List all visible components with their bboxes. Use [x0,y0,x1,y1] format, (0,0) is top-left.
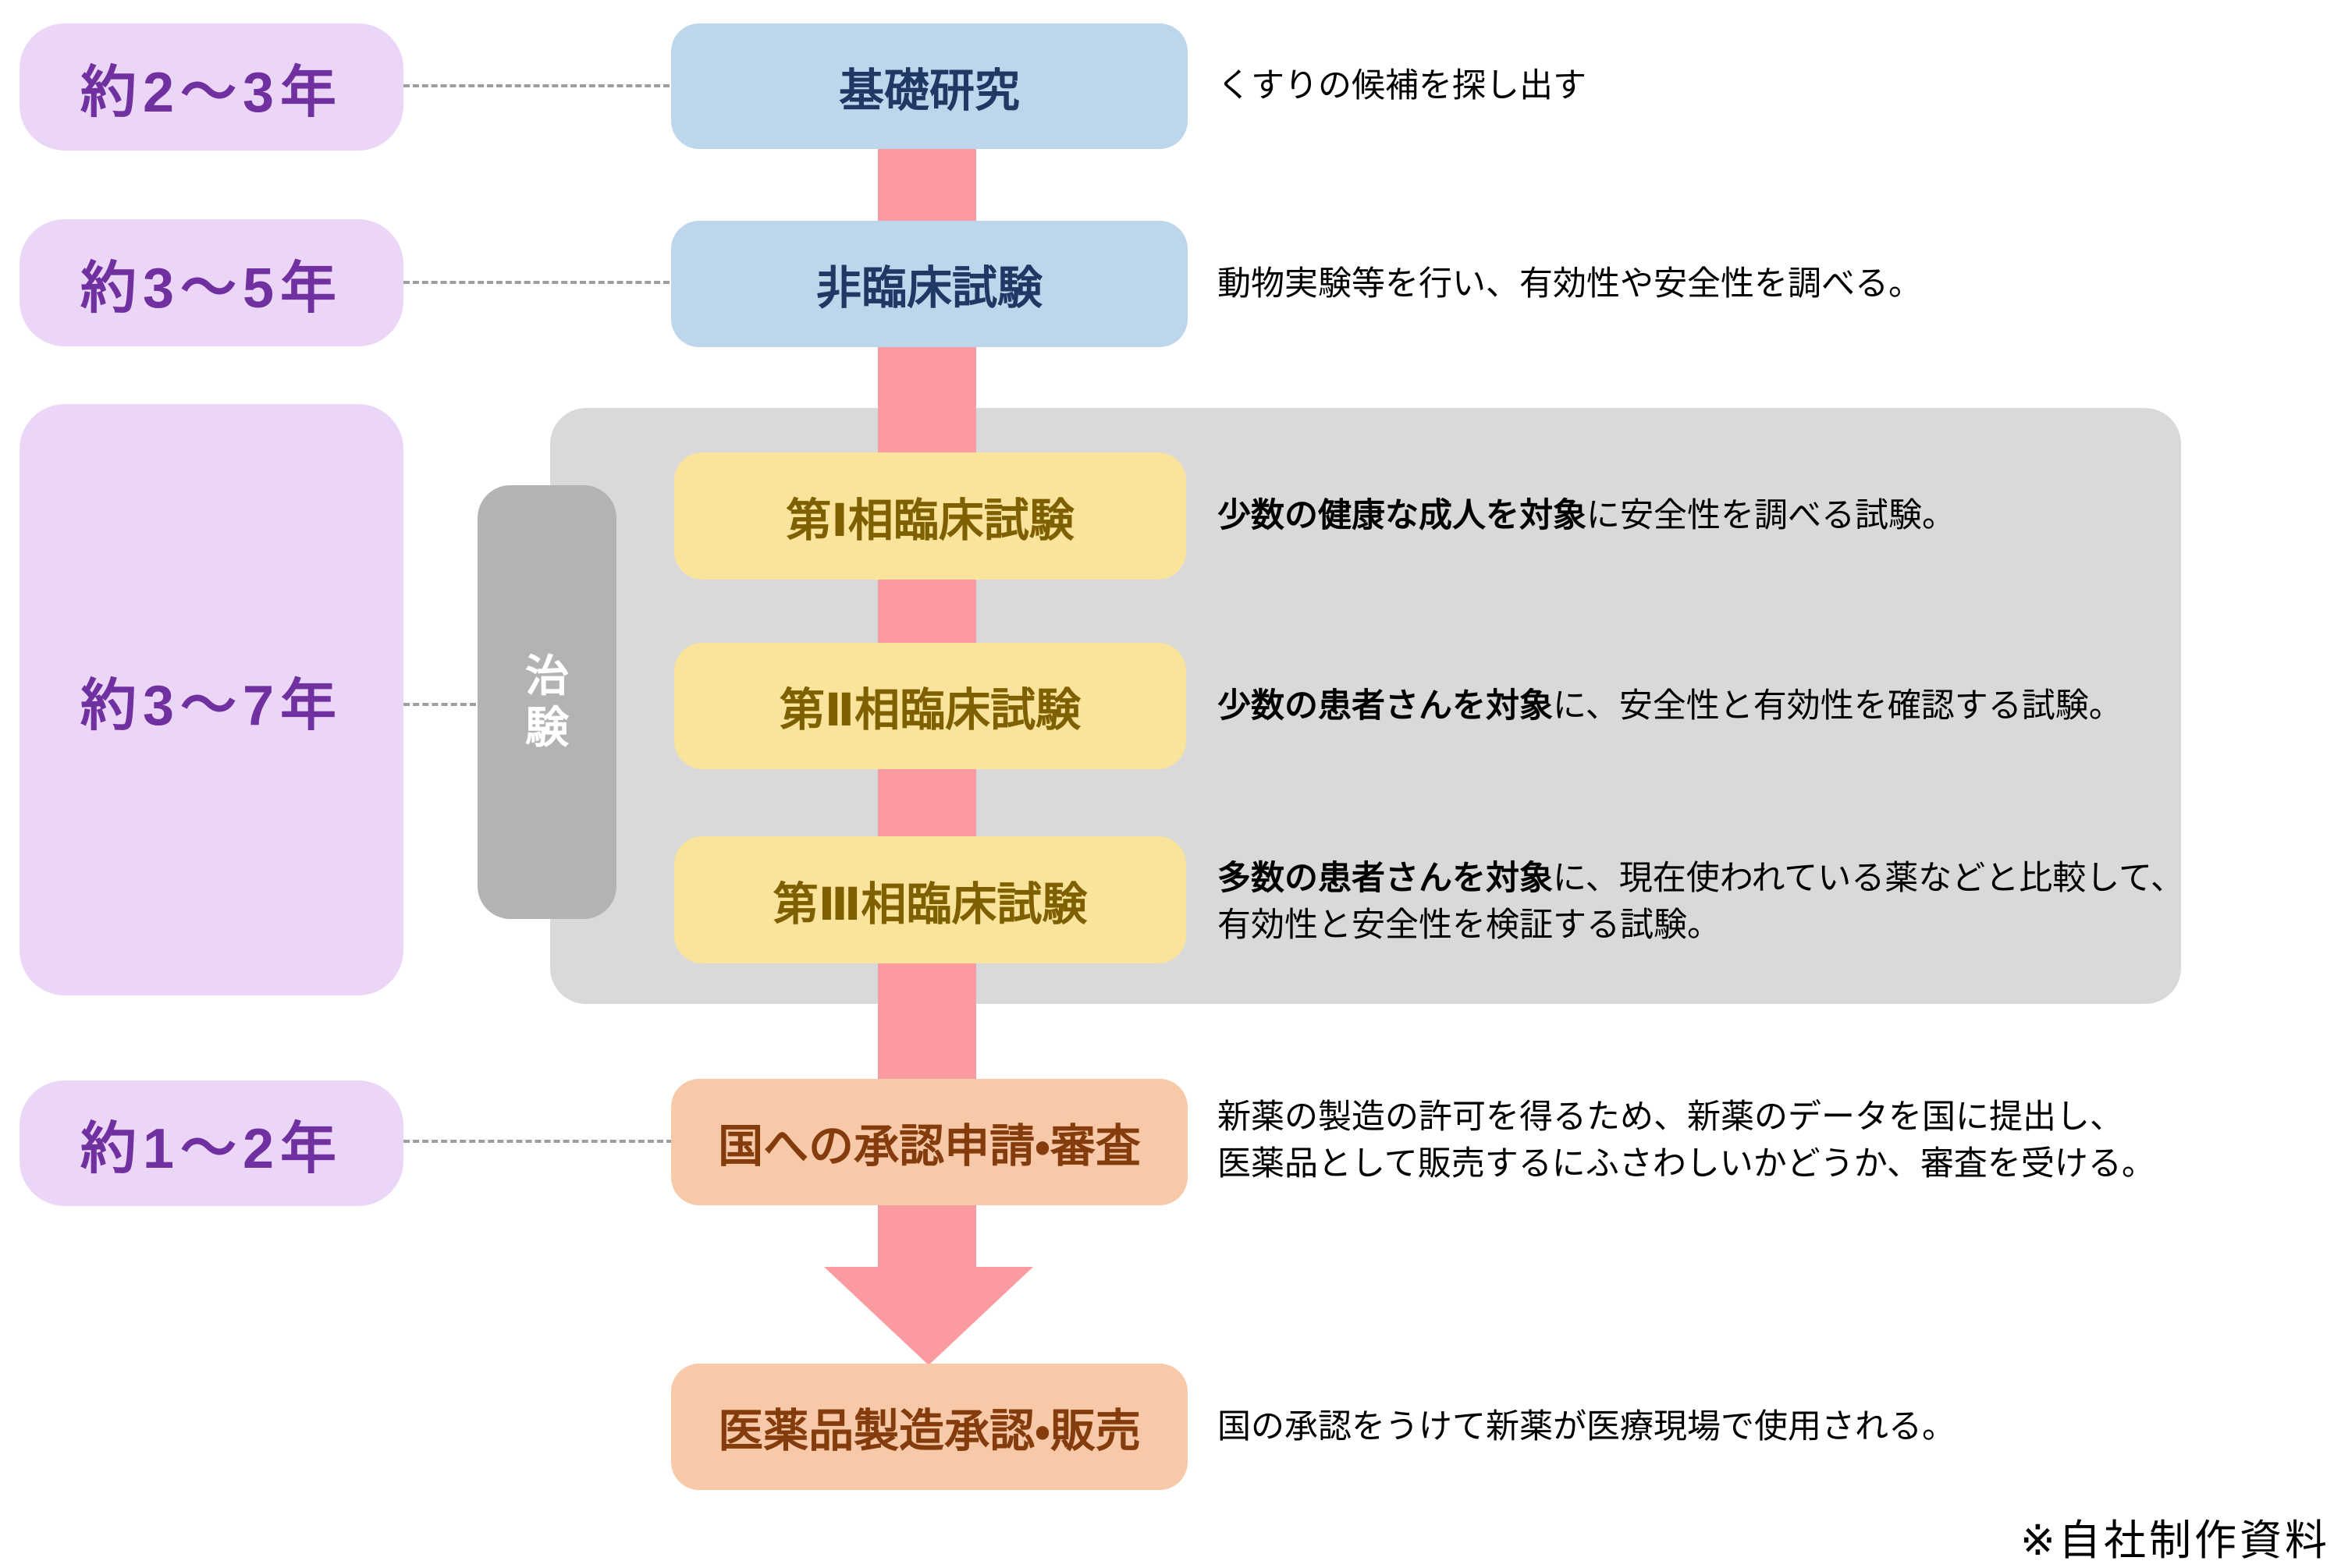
desc-text: に、現在使われている薬などと比較して、 [1553,860,2184,897]
connector-line-basic-research [403,84,670,87]
stage-desc-manufacture-approval: 国の承認をうけて新薬が医療現場で使用される。 [1217,1403,1956,1450]
stage-desc-approval-application: 新薬の製造の許可を得るため、新薬のデータを国に提出し、 医薬品として販売するにふ… [1217,1094,2155,1187]
stage-label: 第Ⅰ相臨床試験 [786,495,1075,546]
desc-bold-text: 多数の患者さんを対象 [1217,860,1553,897]
stage-label: 国への承認申請・審査 [718,1121,1141,1172]
stage-desc-phase3: 多数の患者さんを対象に、現在使われている薬などと比較して、 有効性と安全性を検証… [1217,855,2184,949]
desc-text: 動物実験等を行い、有効性や安全性を調べる。 [1217,265,1922,303]
stage-box-basic-research: 基礎研究 [671,23,1188,149]
duration-label: 約1～2年 [80,1118,343,1180]
stage-label: 基礎研究 [838,65,1020,116]
stage-box-phase3-trial: 第Ⅲ相臨床試験 [674,836,1186,963]
stage-desc-phase1: 少数の健康な成人を対象に安全性を調べる試験。 [1217,492,1956,539]
desc-bold-text: 少数の健康な成人を対象 [1217,497,1586,534]
desc-line2: 医薬品として販売するにふさわしいかどうか、審査を受ける。 [1217,1145,2155,1183]
stage-box-manufacture-approval: 医薬品製造承認・販売 [671,1364,1188,1490]
stage-box-phase1-trial: 第Ⅰ相臨床試験 [674,452,1186,580]
stage-label: 第Ⅱ相臨床試験 [779,685,1082,736]
desc-text: に安全性を調べる試験。 [1586,497,1956,534]
stage-label: 非臨床試験 [815,263,1043,314]
clinical-trial-tab-label: 治験 [525,651,569,752]
desc-bold-text: 少数の患者さんを対象 [1217,687,1553,725]
desc-text: くすりの候補を探し出す [1217,67,1586,105]
duration-label: 約3～5年 [80,257,343,320]
stage-desc-phase2: 少数の患者さんを対象に、安全性と有効性を確認する試験。 [1217,683,2123,729]
duration-box-clinical-trial: 約3～7年 [20,404,403,995]
footer-note: ※自社制作資料 [2020,1517,2330,1564]
stage-box-phase2-trial: 第Ⅱ相臨床試験 [674,643,1186,769]
stage-label: 医薬品製造承認・販売 [718,1406,1141,1456]
duration-box-nonclinical: 約3～5年 [20,219,403,346]
stage-desc-nonclinical: 動物実験等を行い、有効性や安全性を調べる。 [1217,261,1922,307]
desc-text: 国の承認をうけて新薬が医療現場で使用される。 [1217,1408,1956,1446]
clinical-trial-tab: 治験 [478,485,616,919]
connector-line-nonclinical [403,281,670,284]
stage-box-nonclinical-trial: 非臨床試験 [671,221,1188,347]
connector-line-clinical-trial [403,703,476,706]
duration-label: 約3～7年 [80,674,343,737]
duration-box-approval: 約1～2年 [20,1080,403,1206]
duration-box-basic-research: 約2～3年 [20,23,403,151]
flow-arrow-head-icon [824,1267,1033,1365]
desc-line1: 多数の患者さんを対象に、現在使われている薬などと比較して、 [1217,855,2184,902]
desc-text: に、安全性と有効性を確認する試験。 [1553,687,2123,725]
connector-line-approval [403,1140,673,1143]
desc-line2: 有効性と安全性を検証する試験。 [1217,906,1721,944]
desc-line1: 新薬の製造の許可を得るため、新薬のデータを国に提出し、 [1217,1098,2123,1136]
stage-label: 第Ⅲ相臨床試験 [773,878,1088,930]
stage-box-approval-application: 国への承認申請・審査 [671,1079,1188,1205]
duration-label: 約2～3年 [80,62,343,124]
stage-desc-basic-research: くすりの候補を探し出す [1217,62,1586,109]
